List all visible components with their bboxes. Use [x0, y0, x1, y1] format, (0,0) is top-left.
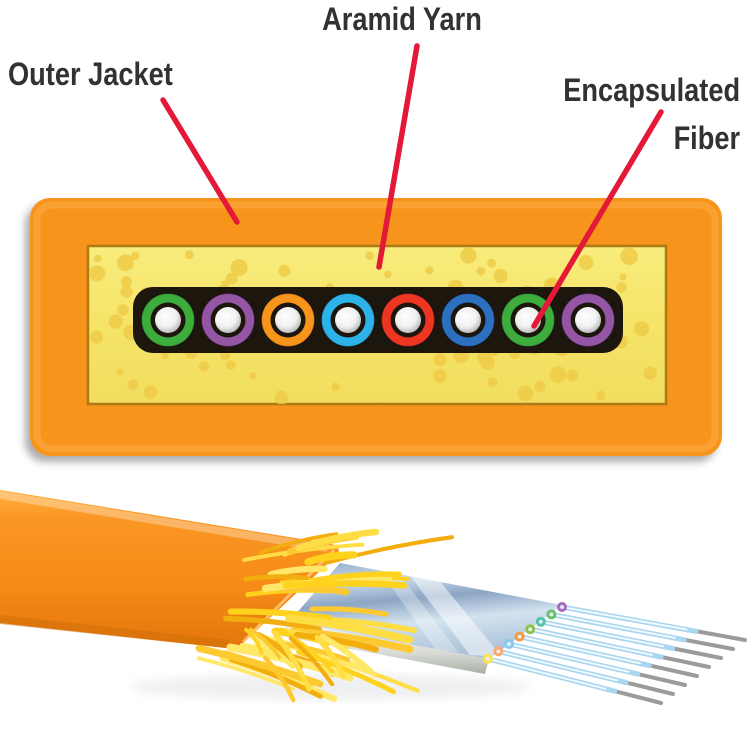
label-aramid-yarn: Aramid Yarn — [322, 1, 482, 37]
leader-line-aramid-yarn — [376, 43, 420, 270]
fiber-ribbon — [133, 287, 623, 353]
encapsulated-fiber-row — [140, 292, 616, 348]
bare-fibers-3d — [482, 602, 747, 705]
cable-shadow — [130, 674, 530, 700]
leader-line-encapsulated-fiber — [531, 109, 664, 329]
jacket-bottom-shade — [0, 615, 229, 648]
cable-3d-view — [0, 490, 747, 705]
leader-line-outer-jacket — [160, 97, 240, 225]
label-encapsulated-fiber: Encapsulated Fiber — [563, 66, 740, 162]
label-outer-jacket: Outer Jacket — [8, 56, 173, 92]
encapsulation-gloss-streak-2 — [378, 568, 458, 652]
encapsulation-top-surface — [288, 563, 562, 660]
jacket-cut-edge — [241, 548, 336, 644]
jacket-top-sheen — [0, 491, 331, 552]
label-encapsulated-fiber-line2: Fiber — [673, 120, 740, 156]
outer-jacket-highlight — [33, 201, 719, 453]
encapsulation-gloss-streak — [408, 573, 502, 657]
aramid-yarn-3d — [195, 528, 454, 703]
label-encapsulated-fiber-line1: Encapsulated — [563, 72, 740, 108]
cross-section-view — [30, 43, 722, 456]
